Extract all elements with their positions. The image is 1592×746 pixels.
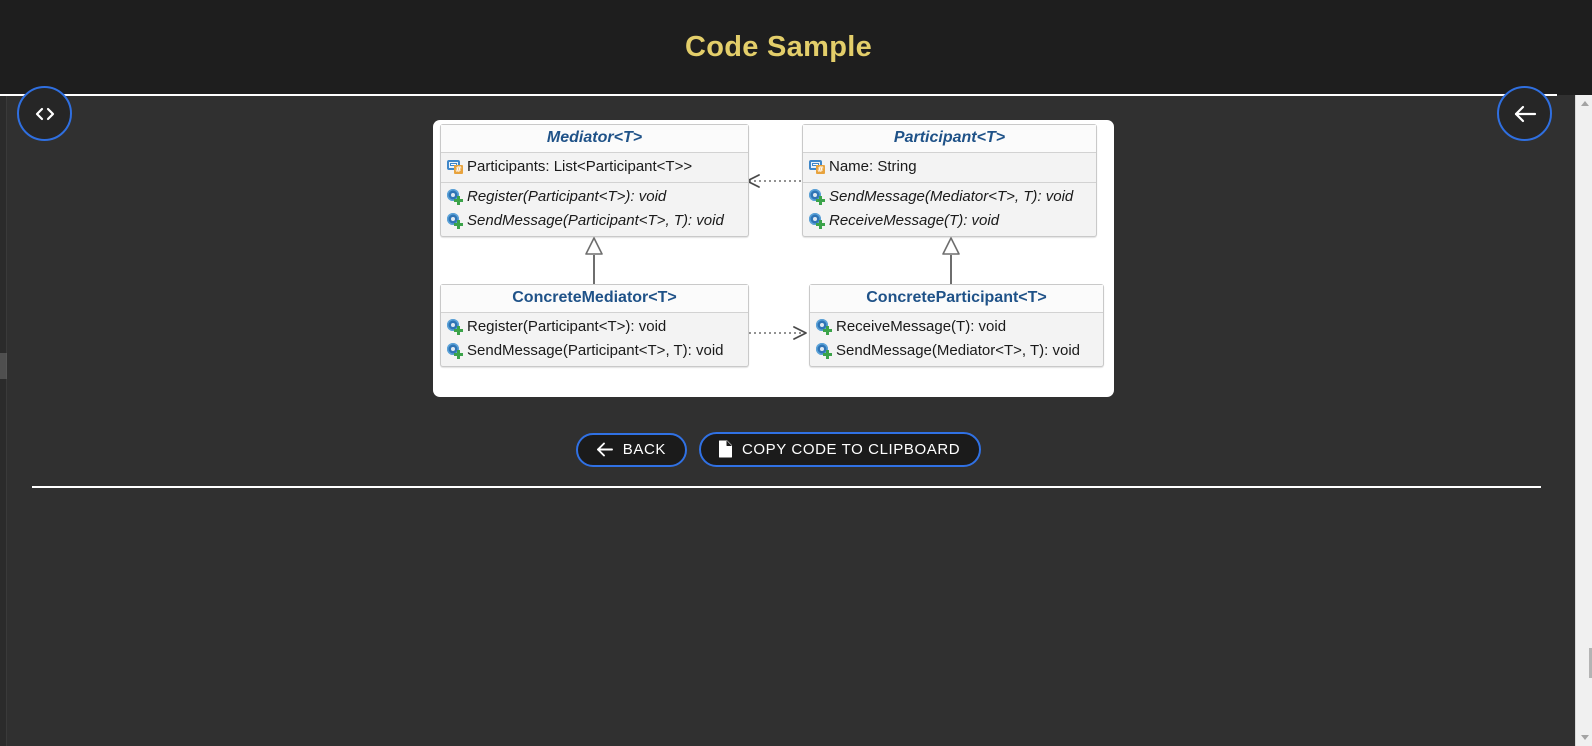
arrow-left-icon [1513,105,1537,123]
uml-methods: Register(Participant<T>): void SendMessa… [441,313,748,366]
uml-properties: # Participants: List<Participant<T>> [441,153,748,182]
uml-class-title: ConcreteMediator<T> [441,285,748,313]
uml-member-label: SendMessage(Mediator<T>, T): void [829,188,1074,205]
uml-methods: ReceiveMessage(T): void SendMessage(Medi… [810,313,1103,366]
uml-class-concrete-participant[interactable]: ConcreteParticipant<T> ReceiveMessage(T)… [809,284,1104,367]
method-icon [809,189,825,205]
uml-methods: SendMessage(Mediator<T>, T): void Receiv… [803,182,1096,236]
back-fab-button[interactable] [1497,86,1552,141]
scrollbar-thumb[interactable] [1577,112,1592,672]
uml-member: SendMessage(Participant<T>, T): void [441,209,748,233]
page-title: Code Sample [684,30,872,63]
copy-code-button[interactable]: COPY CODE TO CLIPBOARD [698,432,982,467]
scrollbar-track-mark [1589,648,1592,678]
vertical-scrollbar[interactable] [1575,95,1592,746]
back-button-label: BACK [622,440,666,458]
action-bar: BACK COPY CODE TO CLIPBOARD [0,432,1557,467]
uml-class-title: Participant<T> [803,125,1096,153]
uml-member: # Name: String [803,155,1096,179]
method-icon [816,343,832,359]
arrow-left-icon [595,442,614,457]
uml-member-label: Register(Participant<T>): void [467,188,667,205]
scroll-up-button[interactable] [1576,95,1592,112]
uml-member-label: ReceiveMessage(T): void [836,318,1007,335]
uml-properties: # Name: String [803,153,1096,182]
uml-member-label: SendMessage(Participant<T>, T): void [467,212,724,229]
property-icon: # [447,159,463,175]
uml-class-participant[interactable]: Participant<T> # Name: String SendMessag… [802,124,1097,237]
uml-member: Register(Participant<T>): void [441,185,748,209]
scroll-down-button[interactable] [1576,729,1592,746]
code-toggle-button[interactable] [17,86,72,141]
uml-member: SendMessage(Mediator<T>, T): void [810,339,1103,363]
header-right-filler [1557,0,1592,95]
left-edge-strip [0,95,7,746]
uml-member-label: Register(Participant<T>): void [467,318,667,335]
uml-member: # Participants: List<Participant<T>> [441,155,748,179]
body-right-filler [1557,95,1575,746]
method-icon [447,319,463,335]
copy-file-icon [718,440,733,458]
uml-member-label: Participants: List<Participant<T>> [467,158,693,175]
uml-member: SendMessage(Participant<T>, T): void [441,339,748,363]
uml-connectors [585,174,960,340]
uml-member: Register(Participant<T>): void [441,315,748,339]
uml-class-concrete-mediator[interactable]: ConcreteMediator<T> Register(Participant… [440,284,749,367]
copy-code-button-label: COPY CODE TO CLIPBOARD [741,440,961,458]
method-icon [447,189,463,205]
uml-member-label: Name: String [829,158,917,175]
uml-class-title: ConcreteParticipant<T> [810,285,1103,313]
page-header: Code Sample [0,0,1557,96]
uml-class-mediator[interactable]: Mediator<T> # Participants: List<Partici… [440,124,749,237]
chevron-down-icon [1580,735,1589,740]
chevron-up-icon [1580,101,1589,106]
uml-methods: Register(Participant<T>): void SendMessa… [441,182,748,236]
uml-member-label: SendMessage(Participant<T>, T): void [467,342,724,359]
uml-member: SendMessage(Mediator<T>, T): void [803,185,1096,209]
method-icon [447,213,463,229]
uml-class-title: Mediator<T> [441,125,748,153]
class-diagram-card: Mediator<T> # Participants: List<Partici… [433,120,1114,397]
uml-member-label: SendMessage(Mediator<T>, T): void [836,342,1081,359]
method-icon [447,343,463,359]
property-icon: # [809,159,825,175]
uml-member: ReceiveMessage(T): void [803,209,1096,233]
code-icon [34,107,56,121]
back-button[interactable]: BACK [575,432,687,467]
uml-member: ReceiveMessage(T): void [810,315,1103,339]
left-edge-nub [0,353,7,379]
method-icon [816,319,832,335]
method-icon [809,213,825,229]
section-divider [32,486,1541,488]
uml-member-label: ReceiveMessage(T): void [829,212,1000,229]
